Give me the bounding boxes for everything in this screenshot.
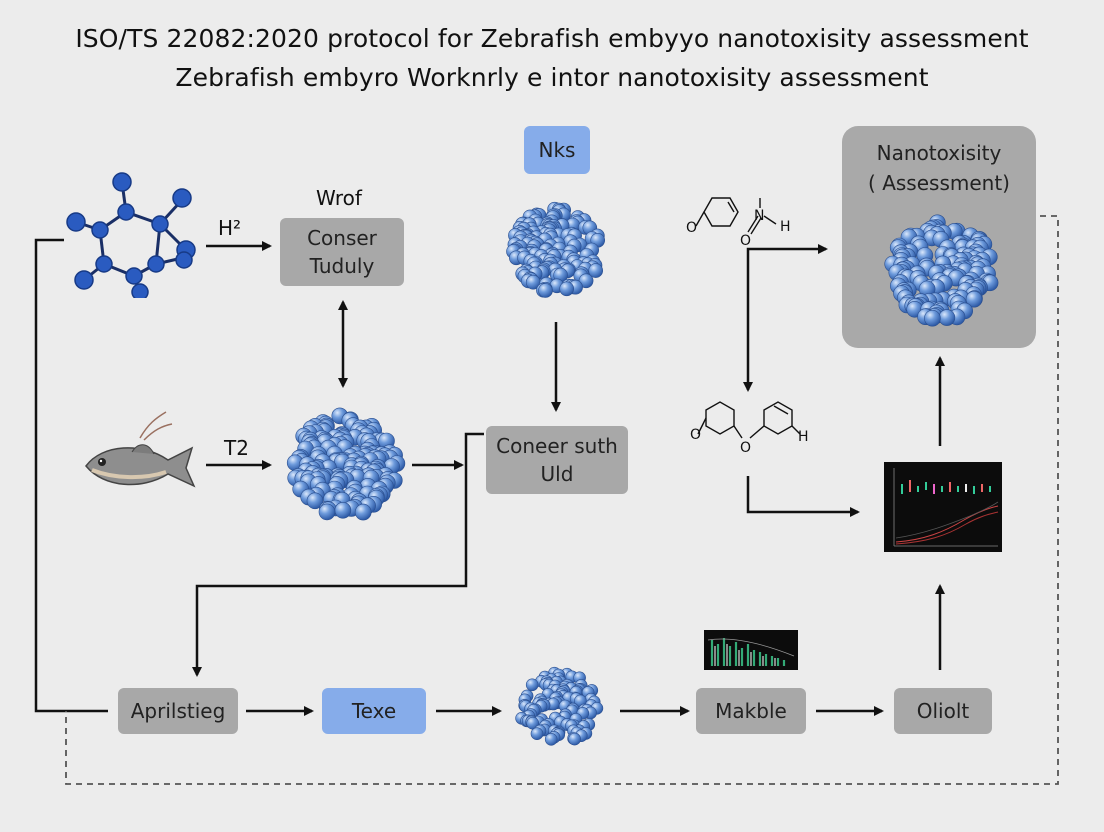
nanoparticle-sphere: [965, 290, 983, 308]
chemical-structure-icon: [697, 401, 801, 439]
nks-box: Nks: [524, 126, 590, 174]
coneer-box-line-2: Uld: [540, 462, 574, 486]
conser-box-line-1: Conser: [307, 226, 377, 250]
chemical-structure-icon: [695, 197, 777, 235]
wrof-label: Wrof: [316, 186, 362, 210]
nanoparticle-sphere: [530, 727, 544, 740]
nanoparticle-sphere: [588, 263, 603, 278]
oliolt-box: Oliolt: [894, 688, 992, 734]
nanoparticle-cluster-icon: [884, 214, 999, 327]
nanoparticle-cluster-icon: [506, 201, 605, 298]
title-line-2: Zebrafish embyro Worknrly e intor nanoto…: [175, 63, 929, 92]
chem-o-label-1: O: [686, 220, 698, 236]
nanoparticle-sphere: [538, 283, 553, 298]
nanotoxisity-panel: Nanotoxisity ( Assessment): [842, 126, 1036, 348]
nanoparticle-sphere: [525, 678, 539, 692]
conser-box: Conser Tuduly: [280, 218, 404, 286]
chem-o-label-3: O: [690, 427, 702, 443]
h2-label: H²: [218, 216, 242, 240]
nanoparticle-cluster-icon: [515, 666, 604, 746]
makble-box: Makble: [696, 688, 806, 734]
chart-thumbnail-icon: [884, 462, 1002, 552]
fish-icon: [85, 411, 196, 488]
nanoparticle-sphere: [354, 503, 372, 521]
chem-h-label: H: [780, 219, 791, 235]
chem-h-label-2: H: [798, 429, 809, 445]
t2-label: T2: [224, 436, 249, 460]
nanoparticle-cluster-icon: [286, 407, 406, 521]
coneer-box-line-1: Coneer suth: [496, 434, 618, 458]
nanoparticle-sphere: [306, 492, 324, 510]
nanoparticle-sphere: [318, 503, 336, 521]
texe-box: Texe: [322, 688, 426, 734]
conser-box-line-2: Tuduly: [309, 254, 375, 278]
panel-title-line-2: ( Assessment): [868, 171, 1010, 195]
aprilstieg-box: Aprilstieg: [118, 688, 238, 734]
title-line-1: ISO/TS 22082:2020 protocol for Zebrafish…: [75, 24, 1029, 53]
nanoparticle-sphere: [559, 281, 575, 297]
nanoparticle-sphere: [924, 309, 941, 327]
coneer-box: Coneer suth Uld: [486, 426, 628, 494]
chem-o-label-4: O: [740, 440, 752, 456]
nanoparticle-sphere: [544, 733, 558, 746]
chem-n-label: N: [754, 208, 765, 224]
chart-thumbnail-icon: [704, 630, 798, 670]
nanoparticle-sphere: [568, 732, 581, 746]
nanoparticle-sphere: [938, 309, 956, 326]
chem-o-label-2: O: [740, 233, 752, 249]
molecule-icon: [66, 172, 196, 298]
nanoparticle-sphere: [334, 502, 352, 519]
panel-title-line-1: Nanotoxisity: [876, 141, 1002, 165]
